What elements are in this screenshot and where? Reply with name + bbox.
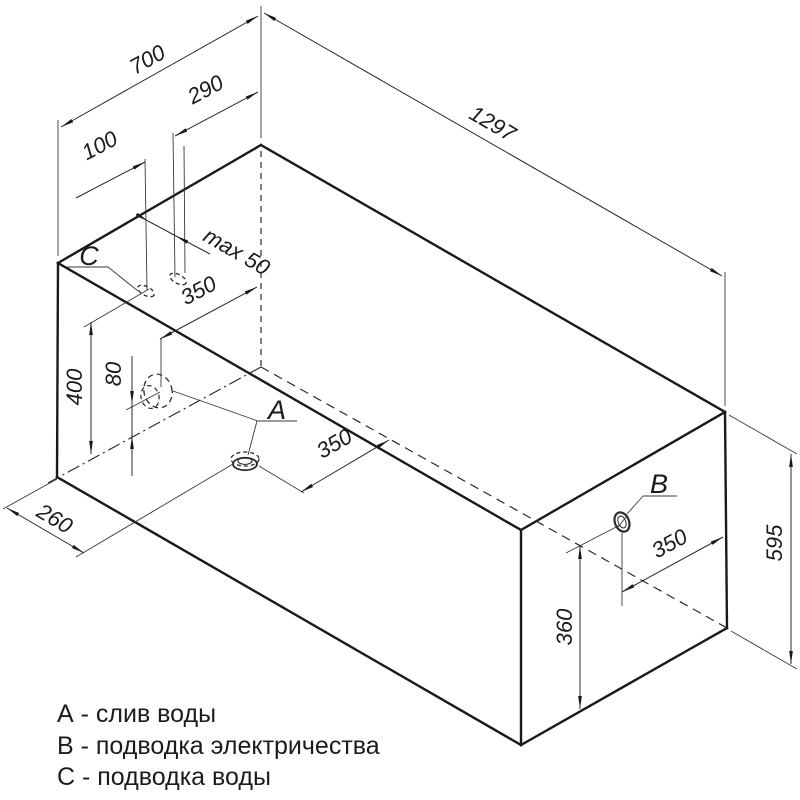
drain-side-outer xyxy=(143,373,173,409)
dim-100-label: 100 xyxy=(77,125,122,164)
extension-lines xyxy=(2,6,798,670)
edge-top-back-right xyxy=(259,143,727,414)
edge-top-front-left xyxy=(56,261,523,532)
supply-pipe-left xyxy=(172,132,176,278)
supply-pipe-right xyxy=(183,145,186,274)
label-b-leader xyxy=(626,495,644,515)
ext-350-bottom-from-hole xyxy=(258,465,305,494)
dim-line-350-right xyxy=(621,536,724,593)
edge-top-front-right xyxy=(519,410,727,532)
dim-line-max50-mid xyxy=(147,220,177,237)
drain-hole-a-flange xyxy=(230,451,260,467)
dim-max50-label: max 50 xyxy=(199,223,275,281)
dim-260-label: 260 xyxy=(32,498,78,539)
dim-400-label: 400 xyxy=(62,368,87,405)
dim-700-label: 700 xyxy=(125,39,170,79)
edge-bottom-front-right xyxy=(519,626,729,747)
dim-line-700 xyxy=(60,15,259,128)
legend-item-electric: В - подводка электричества xyxy=(57,732,380,760)
dim-595-label: 595 xyxy=(762,524,787,561)
ext-260-from-corner xyxy=(2,478,58,510)
dim-1297-label: 1297 xyxy=(465,100,521,147)
ext-hole-c xyxy=(144,158,148,291)
holes xyxy=(137,272,631,533)
legend-item-water: С - подводка воды xyxy=(57,763,271,791)
electric-hole-b-hatch xyxy=(617,516,627,528)
dimension-labels: 700 290 100 1297 max 50 350 400 80 350 2… xyxy=(32,39,787,645)
ext-595-top xyxy=(728,414,798,455)
edge-vertical-right xyxy=(723,410,729,630)
dim-line-1297 xyxy=(263,12,723,277)
water-supply-hole-c xyxy=(137,284,155,298)
dim-line-260 xyxy=(6,507,85,554)
edge-vertical-left xyxy=(55,261,60,479)
label-b: B xyxy=(650,469,668,499)
dim-line-290 xyxy=(174,91,259,137)
dim-line-350-top xyxy=(159,286,258,340)
dim-line-max50-right xyxy=(175,235,211,255)
label-a-leader-side xyxy=(172,390,259,422)
ext-360-top xyxy=(565,524,621,554)
dim-360-label: 360 xyxy=(552,608,577,645)
label-a: A xyxy=(266,395,286,425)
supply-pipe-hole xyxy=(169,272,187,286)
dim-350-bottom-label: 350 xyxy=(312,423,357,463)
legend: А - слив воды В - подводка электричества… xyxy=(57,700,380,791)
ext-595-bottom xyxy=(730,630,798,670)
drain-hole-a-inner xyxy=(237,457,253,465)
dim-line-100 xyxy=(75,161,146,199)
label-c-leader xyxy=(107,266,139,292)
hidden-edges xyxy=(47,151,728,629)
legend-item-drain: А - слив воды xyxy=(57,700,216,728)
electric-hole-b-inner xyxy=(617,515,627,529)
point-labels: A B C xyxy=(79,241,668,499)
label-c: C xyxy=(79,241,99,271)
leader-lines xyxy=(67,266,677,515)
electric-hole-b-outer xyxy=(613,511,631,533)
ext-260-from-hole xyxy=(75,463,234,558)
dim-line-350-bottom xyxy=(300,439,390,493)
dim-290-label: 290 xyxy=(183,69,229,109)
dimension-lines xyxy=(6,12,793,709)
drain-side-inner xyxy=(140,385,160,409)
dim-line-max50-left xyxy=(135,212,149,222)
dim-80-label: 80 xyxy=(101,361,126,386)
label-a-leader-bottom xyxy=(247,420,258,456)
box-edges xyxy=(55,143,729,747)
edge-top-back-left xyxy=(56,143,263,265)
hidden-edge-bottom-left xyxy=(47,366,262,484)
edge-bottom-front-left xyxy=(55,475,523,747)
ext-400-top xyxy=(83,288,150,328)
